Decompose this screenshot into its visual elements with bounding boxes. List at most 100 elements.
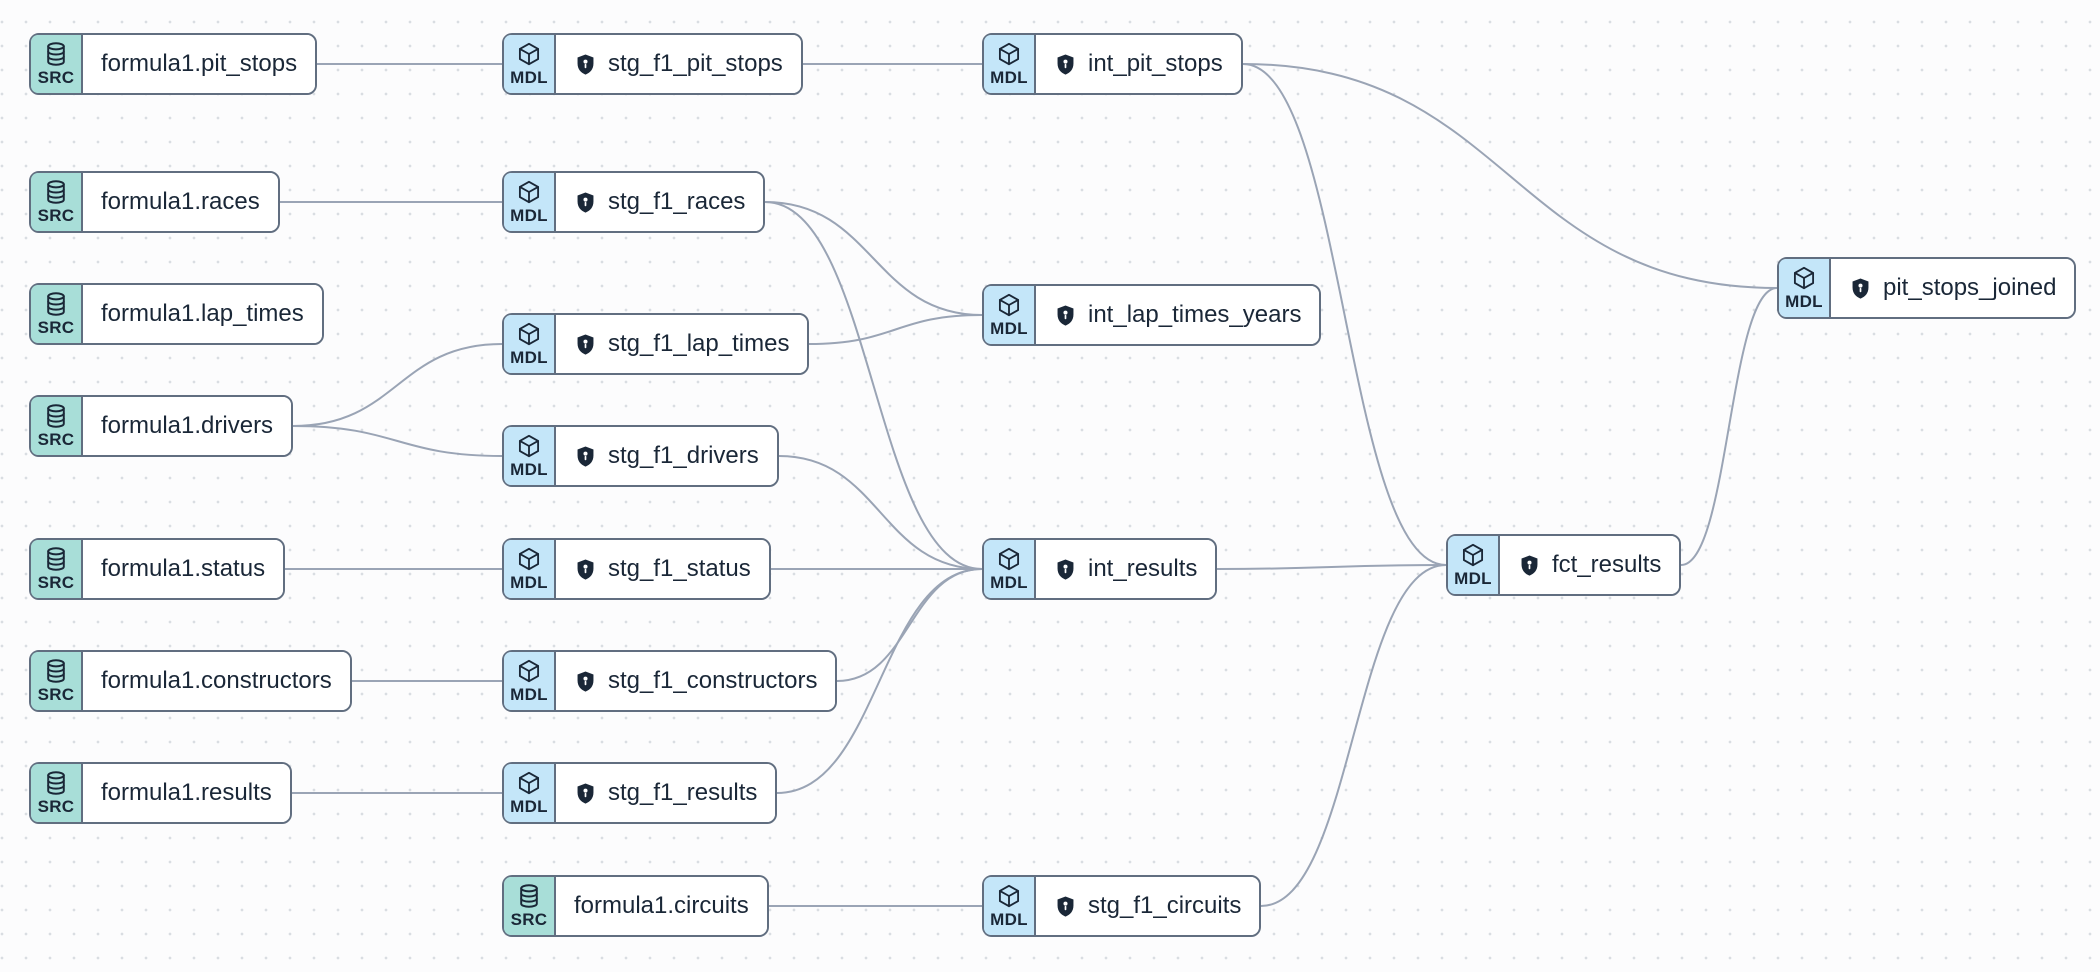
database-icon <box>43 291 69 317</box>
node-label: formula1.lap_times <box>101 300 304 327</box>
node-type-badge: SRC <box>31 35 83 93</box>
node-formula1-circuits[interactable]: SRC formula1.circuits <box>502 875 769 937</box>
node-pit-stops-joined[interactable]: MDL pit_stops_joined <box>1777 257 2077 319</box>
node-type-badge: SRC <box>504 877 556 935</box>
node-type-badge: SRC <box>31 285 83 343</box>
contract-shield-icon <box>1849 277 1872 300</box>
cube-icon <box>516 433 542 459</box>
node-type-badge: MDL <box>504 652 556 710</box>
node-formula1-results[interactable]: SRC formula1.results <box>29 762 292 824</box>
contract-shield-icon <box>574 782 597 805</box>
node-type-badge: MDL <box>984 540 1036 598</box>
node-formula1-status[interactable]: SRC formula1.status <box>29 538 286 600</box>
node-type-label: MDL <box>1454 568 1492 588</box>
database-icon <box>516 883 542 909</box>
database-icon <box>43 41 69 67</box>
node-stg-f1-races[interactable]: MDL stg_f1_races <box>502 171 766 233</box>
node-stg-f1-status[interactable]: MDL stg_f1_status <box>502 538 771 600</box>
node-label: formula1.circuits <box>574 892 749 919</box>
edge-int-pit-stops-to-pit-stops-joined <box>1242 63 1778 289</box>
edge-stg-f1-lap-times-to-int-lap-times-years <box>808 314 983 345</box>
cube-icon <box>516 179 542 205</box>
edge-int-pit-stops-to-fct-results <box>1242 63 1447 566</box>
node-type-badge: SRC <box>31 173 83 231</box>
contract-shield-icon <box>1054 53 1077 76</box>
contract-shield-icon <box>574 670 597 693</box>
node-type-badge: SRC <box>31 764 83 822</box>
node-type-label: MDL <box>510 67 548 87</box>
database-icon <box>43 658 69 684</box>
node-label: stg_f1_races <box>608 188 746 215</box>
node-formula1-constructors[interactable]: SRC formula1.constructors <box>29 650 352 712</box>
node-stg-f1-circuits[interactable]: MDL stg_f1_circuits <box>982 875 1262 937</box>
cube-icon <box>996 292 1022 318</box>
cube-icon <box>996 546 1022 572</box>
node-label: formula1.status <box>101 555 266 582</box>
node-type-badge: MDL <box>504 173 556 231</box>
node-fct-results[interactable]: MDL fct_results <box>1446 534 1682 596</box>
node-type-badge: MDL <box>984 286 1036 344</box>
node-type-label: SRC <box>37 429 75 449</box>
contract-shield-icon <box>1054 558 1077 581</box>
edge-formula1-drivers-to-stg-f1-drivers <box>292 425 503 457</box>
node-stg-f1-pit-stops[interactable]: MDL stg_f1_pit_stops <box>502 33 803 95</box>
node-type-label: SRC <box>510 909 548 929</box>
edge-stg-f1-results-to-int-results <box>776 568 983 794</box>
node-formula1-drivers[interactable]: SRC formula1.drivers <box>29 395 294 457</box>
node-type-badge: MDL <box>504 427 556 485</box>
node-type-label: SRC <box>37 572 75 592</box>
contract-shield-icon <box>574 558 597 581</box>
node-label: stg_f1_drivers <box>608 442 759 469</box>
node-formula1-lap-times[interactable]: SRC formula1.lap_times <box>29 283 324 345</box>
node-type-label: SRC <box>37 67 75 87</box>
node-label: formula1.races <box>101 188 260 215</box>
node-label: formula1.drivers <box>101 412 274 439</box>
cube-icon <box>1460 542 1486 568</box>
node-stg-f1-constructors[interactable]: MDL stg_f1_constructors <box>502 650 838 712</box>
node-label: fct_results <box>1552 551 1662 578</box>
node-type-label: SRC <box>37 205 75 225</box>
cube-icon <box>516 770 542 796</box>
node-type-label: MDL <box>510 796 548 816</box>
node-int-results[interactable]: MDL int_results <box>982 538 1218 600</box>
node-type-label: MDL <box>1785 291 1823 311</box>
node-type-badge: MDL <box>1448 536 1500 594</box>
node-type-label: SRC <box>37 796 75 816</box>
node-label: stg_f1_results <box>608 779 758 806</box>
contract-shield-icon <box>574 53 597 76</box>
node-label: int_results <box>1088 555 1198 582</box>
node-formula1-races[interactable]: SRC formula1.races <box>29 171 280 233</box>
node-label: stg_f1_constructors <box>608 667 818 694</box>
node-type-label: SRC <box>37 317 75 337</box>
node-type-badge: MDL <box>504 35 556 93</box>
node-label: formula1.constructors <box>101 667 332 694</box>
edge-fct-results-to-pit-stops-joined <box>1680 287 1778 566</box>
contract-shield-icon <box>574 445 597 468</box>
cube-icon <box>1791 265 1817 291</box>
node-type-label: MDL <box>510 205 548 225</box>
database-icon <box>43 770 69 796</box>
edge-stg-f1-constructors-to-int-results <box>836 568 983 682</box>
contract-shield-icon <box>574 191 597 214</box>
node-type-badge: SRC <box>31 397 83 455</box>
node-type-label: MDL <box>990 909 1028 929</box>
node-type-label: MDL <box>990 67 1028 87</box>
node-type-label: MDL <box>990 572 1028 592</box>
node-int-pit-stops[interactable]: MDL int_pit_stops <box>982 33 1243 95</box>
edge-int-results-to-fct-results <box>1216 564 1447 570</box>
node-stg-f1-results[interactable]: MDL stg_f1_results <box>502 762 778 824</box>
database-icon <box>43 179 69 205</box>
node-label: formula1.results <box>101 779 272 806</box>
node-int-lap-times-years[interactable]: MDL int_lap_times_years <box>982 284 1322 346</box>
edge-formula1-drivers-to-stg-f1-lap-times <box>292 343 503 427</box>
contract-shield-icon <box>1518 554 1541 577</box>
node-type-label: MDL <box>510 684 548 704</box>
contract-shield-icon <box>574 333 597 356</box>
node-formula1-pit-stops[interactable]: SRC formula1.pit_stops <box>29 33 318 95</box>
node-stg-f1-lap-times[interactable]: MDL stg_f1_lap_times <box>502 313 810 375</box>
node-type-label: SRC <box>37 684 75 704</box>
node-type-label: MDL <box>510 459 548 479</box>
node-stg-f1-drivers[interactable]: MDL stg_f1_drivers <box>502 425 779 487</box>
